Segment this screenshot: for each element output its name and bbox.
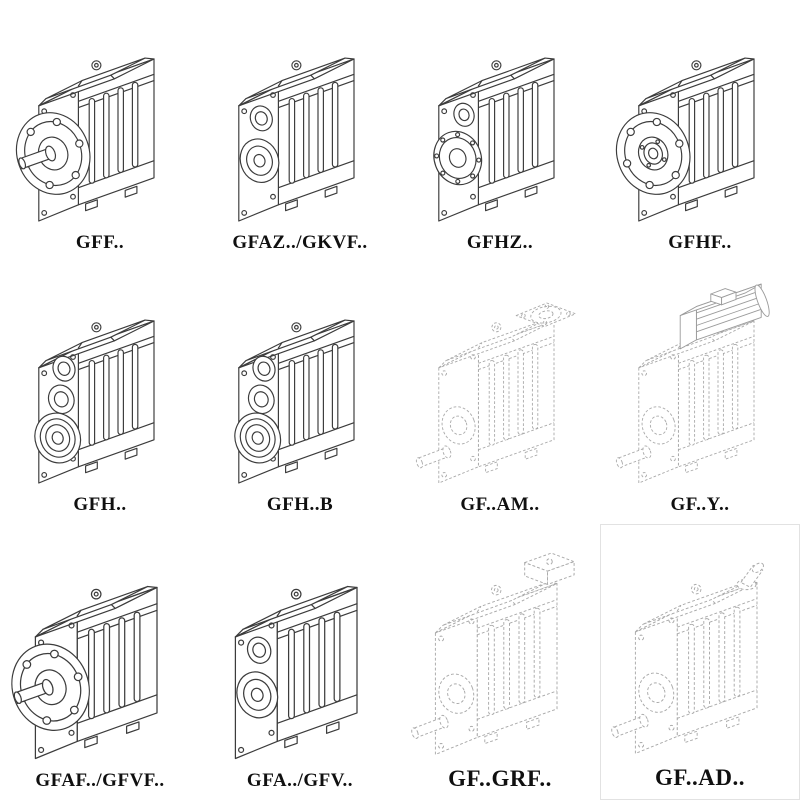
gearbox-drawing-hollow-flange bbox=[610, 57, 755, 222]
catalog-item-gfaf-gfvf: GFAF../GFVF.. bbox=[0, 524, 200, 800]
model-label: GFF.. bbox=[75, 232, 125, 253]
catalog-item-gfhz: GFHZ.. bbox=[400, 0, 600, 262]
model-label: GF..GRF.. bbox=[448, 766, 552, 791]
gearbox-drawing-top-box bbox=[409, 552, 575, 755]
model-label: GF..Y.. bbox=[670, 494, 730, 515]
catalog-item-gfa-gfv: GFA../GFV.. bbox=[200, 524, 400, 800]
gearbox-drawing-iec-adapter bbox=[414, 302, 577, 484]
gearbox-drawing-hollow bbox=[229, 585, 358, 760]
model-label: GFAF../GFVF.. bbox=[35, 770, 165, 791]
catalog-item-gfh: GFH.. bbox=[0, 262, 200, 524]
gearbox-drawing-input-adapter bbox=[609, 560, 766, 754]
gear-housing-outline bbox=[638, 319, 755, 484]
catalog-item-gfhf: GFHF.. bbox=[600, 0, 800, 262]
top-mounting-box-icon bbox=[524, 552, 575, 585]
model-label: GF..AD.. bbox=[654, 765, 746, 790]
catalog-item-gfaz-gkvf: GFAZ../GKVF.. bbox=[200, 0, 400, 262]
gearbox-drawing-flange-shaft bbox=[10, 57, 155, 222]
gear-housing-outline bbox=[434, 582, 558, 755]
model-label: GF..AM.. bbox=[460, 494, 540, 515]
gear-housing-outline bbox=[438, 319, 555, 484]
catalog-item-gf-y: GF..Y.. bbox=[600, 262, 800, 524]
gearbox-drawing-with-motor bbox=[614, 283, 773, 484]
catalog-item-gfh-b: GFH..B bbox=[200, 262, 400, 524]
gearbox-drawing-flange-shaft bbox=[5, 585, 158, 760]
catalog-item-gff: GFF.. bbox=[0, 0, 200, 262]
model-label: GFH.. bbox=[73, 494, 127, 515]
gearbox-drawing-hollow bbox=[233, 57, 355, 222]
gearbox-drawing-shaft-mounted-b bbox=[227, 319, 355, 484]
catalog-item-gf-ad: GF..AD.. bbox=[600, 524, 800, 800]
catalog-item-gf-grf: GF..GRF.. bbox=[400, 524, 600, 800]
gearbox-drawing-shrink-disc bbox=[425, 57, 555, 222]
model-label: GFAZ../GKVF.. bbox=[232, 232, 368, 253]
model-label: GFHF.. bbox=[668, 232, 732, 253]
catalog-item-gf-am: GF..AM.. bbox=[400, 262, 600, 524]
iec-adapter-flange-icon bbox=[515, 302, 577, 327]
model-label: GFA../GFV.. bbox=[246, 770, 354, 791]
gearbox-drawing-shaft-mounted bbox=[27, 319, 155, 484]
input-shaft-stub-icon bbox=[736, 560, 766, 591]
gear-housing-outline bbox=[634, 581, 758, 754]
model-label: GFHZ.. bbox=[466, 232, 534, 253]
model-label: GFH..B bbox=[266, 494, 334, 515]
